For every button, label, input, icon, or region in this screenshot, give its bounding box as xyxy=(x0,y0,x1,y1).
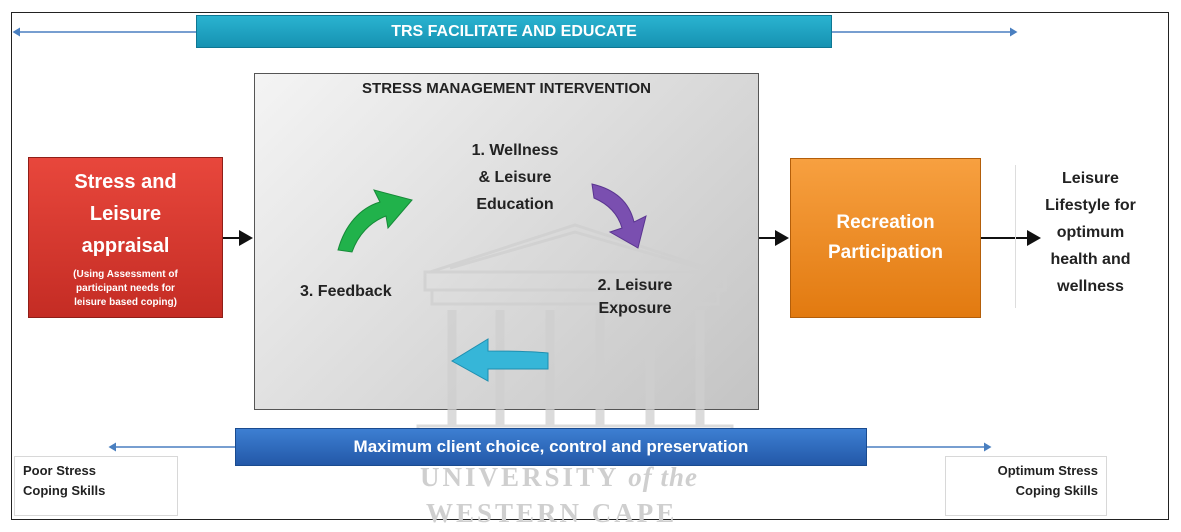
outcome-line: Leisure xyxy=(1062,170,1119,187)
watermark-of-the: of the xyxy=(628,462,699,492)
step2-line: 2. Leisure xyxy=(597,277,673,294)
green-cycle-arrow-icon xyxy=(337,189,413,253)
top-banner: TRS FACILITATE AND EDUCATE xyxy=(196,15,832,48)
poor-coping-line: Poor Stress xyxy=(23,463,96,478)
watermark-university-main: UNIVERSITY xyxy=(420,462,619,492)
appraisal-subtitle-line: leisure based coping) xyxy=(74,296,177,308)
optimum-coping-line: Optimum Stress xyxy=(997,463,1098,478)
outcome-text: Leisure Lifestyle for optimum health and… xyxy=(1015,165,1165,308)
participation-line: Participation xyxy=(827,242,944,263)
outcome-line: Lifestyle for xyxy=(1045,197,1136,214)
step1-line: & Leisure xyxy=(478,169,552,186)
step1-line: 1. Wellness xyxy=(471,142,559,159)
cyan-cycle-arrow-icon xyxy=(451,338,549,382)
watermark-western-cape: WESTERN CAPE xyxy=(426,498,678,528)
appraisal-subtitle-line: (Using Assessment of xyxy=(73,268,178,280)
outcome-line: optimum xyxy=(1056,224,1125,241)
step2-line: Exposure xyxy=(598,300,672,317)
poor-coping-note: Poor Stress Coping Skills xyxy=(14,456,178,516)
purple-cycle-arrow-icon xyxy=(591,183,647,249)
outcome-line: wellness xyxy=(1057,278,1124,295)
appraisal-title-line: Stress and xyxy=(74,170,177,193)
optimum-coping-note: Optimum Stress Coping Skills xyxy=(945,456,1107,516)
poor-coping-line: Coping Skills xyxy=(23,483,106,498)
step-wellness-education: 1. Wellness & Leisure Education xyxy=(430,137,600,218)
appraisal-box: Stress and Leisure appraisal (Using Asse… xyxy=(28,157,223,318)
appraisal-subtitle-line: participant needs for xyxy=(76,282,175,294)
appraisal-title-line: appraisal xyxy=(81,234,170,257)
step-leisure-exposure: 2. Leisure Exposure xyxy=(560,274,710,320)
outcome-line: health and xyxy=(1050,251,1131,268)
watermark-university: UNIVERSITY of the xyxy=(420,462,698,493)
step-feedback: 3. Feedback xyxy=(300,283,392,300)
step1-line: Education xyxy=(476,196,554,213)
appraisal-title-line: Leisure xyxy=(89,202,162,225)
optimum-coping-line: Coping Skills xyxy=(1015,483,1098,498)
bottom-banner: Maximum client choice, control and prese… xyxy=(235,428,867,466)
participation-box: Recreation Participation xyxy=(790,158,981,318)
intervention-title: STRESS MANAGEMENT INTERVENTION xyxy=(362,80,651,97)
participation-line: Recreation xyxy=(836,212,935,233)
